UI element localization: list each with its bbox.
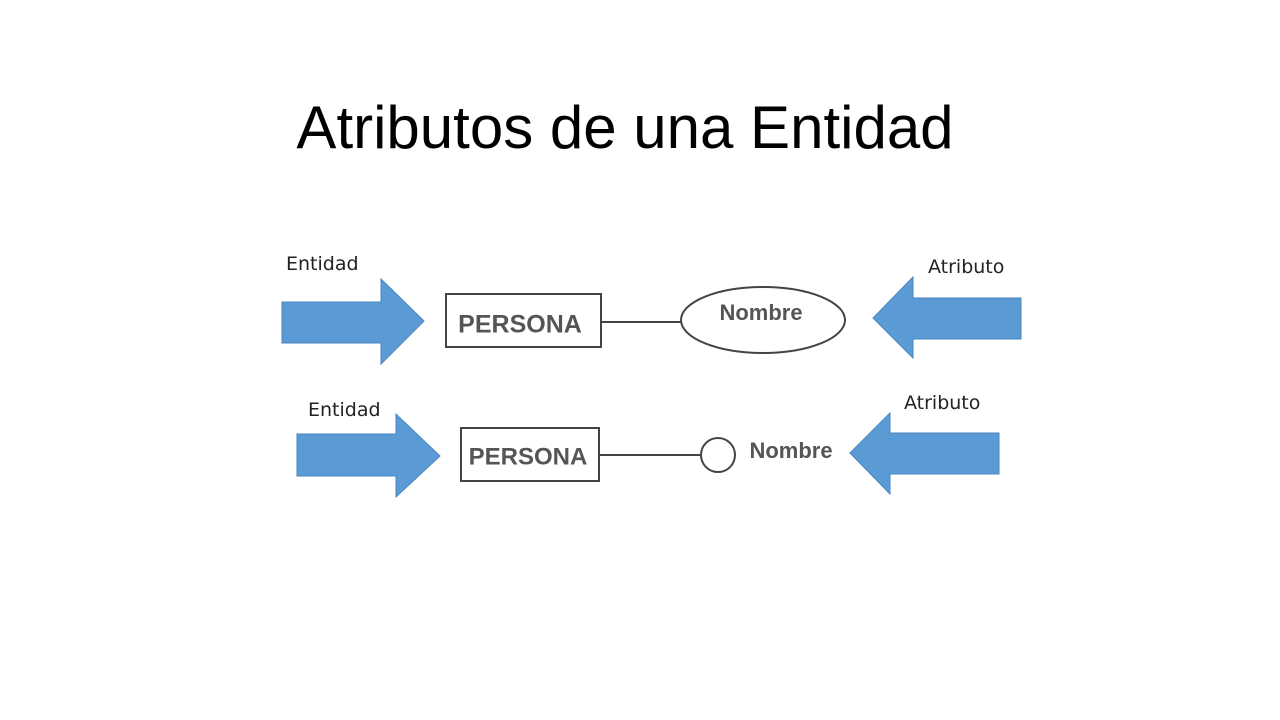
row1-entity-box (445, 293, 602, 348)
row2-entity-label: Entidad (308, 399, 381, 421)
row1-attribute-label: Atributo (928, 256, 1005, 278)
slide-title: Atributos de una Entidad (296, 94, 954, 161)
row2-entity-arrow (296, 412, 441, 499)
row1-attribute-name: Nombre (719, 300, 802, 325)
row2-entity-name: PERSONA (469, 443, 588, 470)
row1-entity-arrow (281, 277, 425, 366)
row2-attribute-name: Nombre (749, 438, 832, 463)
row1-entity-label: Entidad (286, 253, 359, 275)
row1-attribute-arrow (872, 275, 1022, 360)
row2-attribute-label: Atributo (904, 392, 981, 414)
row2-attribute-arrow (849, 411, 1000, 496)
row2-attribute-circle (700, 437, 736, 473)
row1-attribute-ellipse (680, 286, 846, 354)
row1-entity-name: PERSONA (458, 311, 582, 339)
